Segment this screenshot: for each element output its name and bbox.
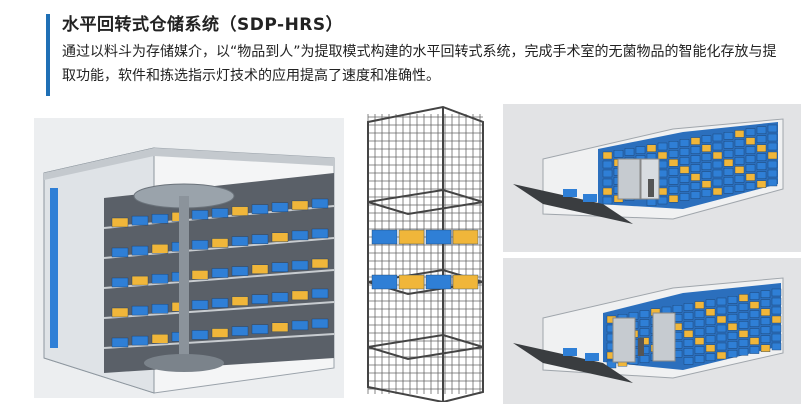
- system-render-top-image: [503, 104, 801, 252]
- system-description: 通过以料斗为存储媒介，以“物品到人”为提取模式构建的水平回转式系统，完成手术室的…: [62, 44, 777, 84]
- wire-rack-image: [348, 102, 498, 402]
- system-render-bottom-image: [503, 258, 801, 404]
- carousel-cutaway-image: [34, 118, 344, 398]
- page-title: 水平回转式仓储系统（SDP-HRS）: [62, 15, 344, 35]
- title-accent-bar: [46, 14, 50, 96]
- header-section: 水平回转式仓储系统（SDP-HRS） 通过以料斗为存储媒介，以“物品到人”为提取…: [0, 0, 804, 120]
